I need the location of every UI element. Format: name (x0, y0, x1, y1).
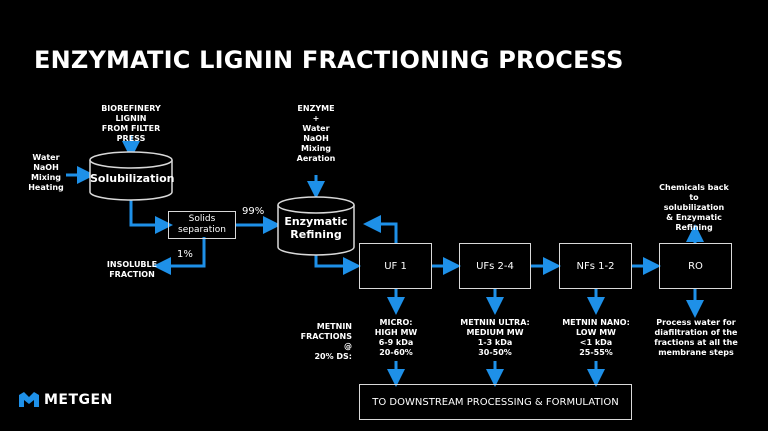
pct-99-label: 99% (242, 206, 265, 217)
uf1-box: UF 1 (359, 243, 432, 289)
chemicals-back-label: Chemicals back to solubilization & Enzym… (659, 183, 729, 232)
arrow-recycle (363, 215, 398, 243)
metgen-logo-text: METGEN (44, 392, 113, 408)
enzymatic-refining-label: Enzymatic Refining (284, 215, 348, 241)
enzyme-inputs-label: ENZYME + Water NaOH Mixing Aeration (296, 104, 336, 163)
arrow-insoluble (153, 237, 206, 275)
fraction-ultra: METNIN ULTRA: MEDIUM MW 1-3 kDa 30-50% (460, 318, 530, 357)
ufs-box: UFs 2-4 (459, 243, 531, 289)
fraction-nano: METNIN NANO: LOW MW <1 kDa 25-55% (562, 318, 630, 357)
solubilization-tank (89, 151, 173, 201)
water-naoh-label: Water NaOH Mixing Heating (28, 153, 64, 192)
ro-box: RO (659, 243, 732, 289)
process-water-label: Process water for diafiltration of the f… (654, 318, 738, 357)
downstream-box: TO DOWNSTREAM PROCESSING & FORMULATION (359, 384, 632, 420)
nfs-box: NFs 1-2 (559, 243, 632, 289)
metgen-logo-icon (19, 392, 39, 407)
solids-separation-box: Solids separation (168, 211, 236, 239)
arrow-to-solids (129, 200, 173, 234)
metnin-fractions-label: METNIN FRACTIONS @ 20% DS: (300, 322, 352, 361)
insoluble-fraction-label: INSOLUBLE FRACTION (106, 260, 158, 279)
metgen-logo: METGEN (18, 391, 113, 409)
solubilization-label: Solubilization (90, 172, 175, 185)
biorefinery-lignin-label: BIOREFINERY LIGNIN FROM FILTER PRESS (101, 104, 161, 143)
pct-1-label: 1% (177, 249, 193, 260)
page-title: ENZYMATIC LIGNIN FRACTIONING PROCESS (34, 46, 624, 74)
enzymatic-refining-tank (277, 196, 355, 256)
fraction-micro: MICRO: HIGH MW 6-9 kDa 20-60% (374, 318, 418, 357)
arrow-to-uf1 (314, 254, 361, 275)
